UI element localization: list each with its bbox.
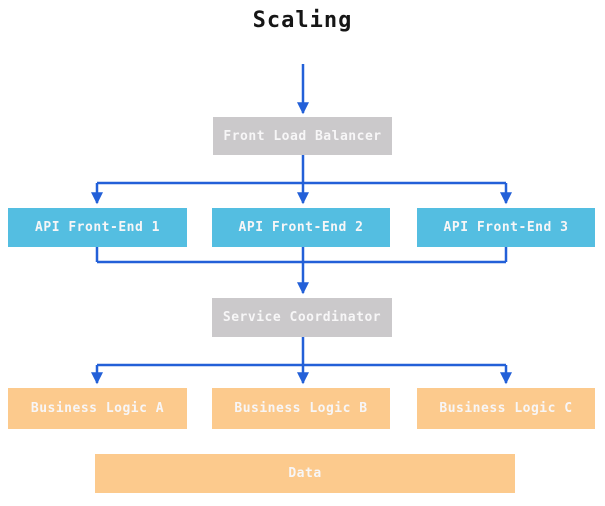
node-business-logic-b-label: Business Logic B	[234, 401, 368, 416]
node-api-front-end-1: API Front-End 1	[8, 208, 187, 247]
node-front-load-balancer: Front Load Balancer	[213, 117, 392, 155]
node-business-logic-b: Business Logic B	[212, 388, 390, 429]
node-business-logic-c-label: Business Logic C	[439, 401, 573, 416]
node-api-front-end-1-label: API Front-End 1	[35, 220, 160, 235]
node-api-front-end-3: API Front-End 3	[417, 208, 595, 247]
node-api-front-end-3-label: API Front-End 3	[443, 220, 569, 235]
edge-flb-branch-skeleton	[97, 155, 506, 185]
edge-api-converge-skeleton	[95, 247, 508, 264]
node-data-label: Data	[288, 466, 322, 481]
node-business-logic-a-label: Business Logic A	[30, 401, 165, 416]
node-business-logic-c: Business Logic C	[417, 388, 595, 429]
diagram-title: Scaling	[252, 8, 353, 33]
node-data: Data	[95, 454, 515, 493]
node-front-load-balancer-label: Front Load Balancer	[223, 128, 382, 144]
node-api-front-end-2-label: API Front-End 2	[238, 220, 364, 235]
edge-sc-branch-skeleton	[97, 337, 506, 367]
node-api-front-end-2: API Front-End 2	[212, 208, 390, 247]
node-service-coordinator-label: Service Coordinator	[222, 310, 382, 325]
node-business-logic-a: Business Logic A	[8, 388, 187, 429]
node-service-coordinator: Service Coordinator	[212, 298, 392, 337]
